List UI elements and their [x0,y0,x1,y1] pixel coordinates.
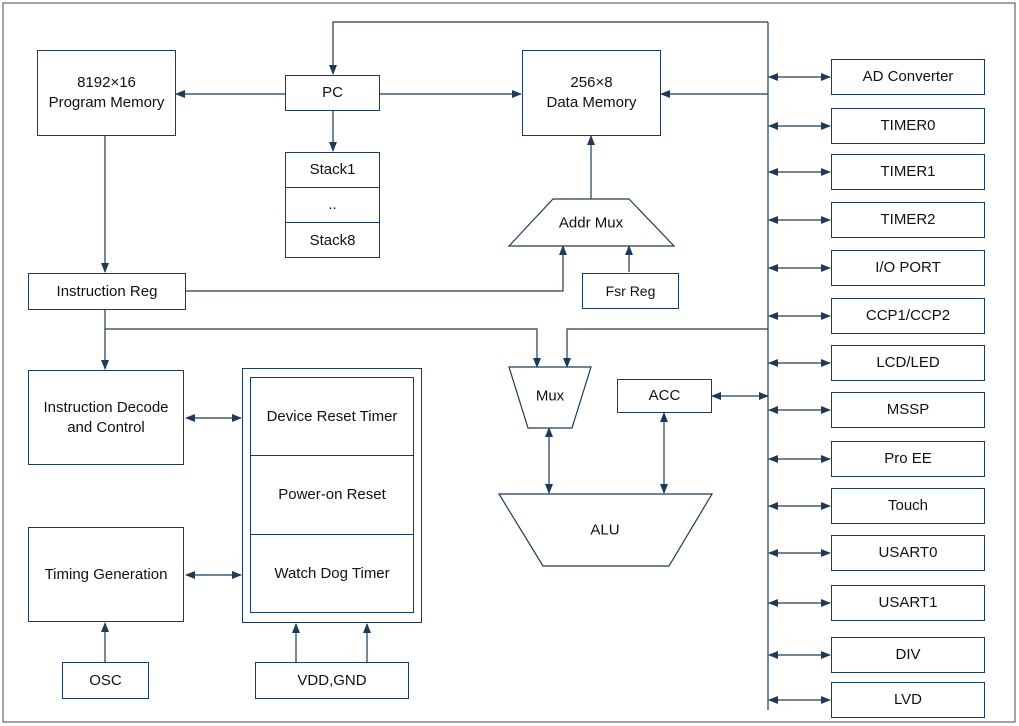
peripheral-label: DIV [895,646,921,663]
peripheral-lvd: LVD [831,682,985,718]
peripheral-label: USART0 [878,544,938,561]
peripheral-usart1: USART1 [831,585,985,621]
peripheral-i-o-port: I/O PORT [831,250,985,286]
instruction-decode-line1: Instruction Decode [43,398,169,416]
peripheral-timer0: TIMER0 [831,108,985,144]
stack-ellipsis: .. [286,188,379,223]
peripheral-touch: Touch [831,488,985,524]
peripheral-label: TIMER2 [880,211,936,228]
peripheral-label: Pro EE [884,450,932,467]
reset-group-inner: Device Reset Timer Power-on Reset Watch … [250,377,414,613]
vdd-gnd-block: VDD,GND [255,662,409,699]
pc-label: PC [322,84,343,101]
program-memory-label: Program Memory [48,94,165,111]
peripheral-div: DIV [831,637,985,673]
instruction-reg-to-addr-mux-wire [186,245,567,292]
peripheral-pro-ee: Pro EE [831,441,985,477]
mux-shape [508,366,592,429]
peripheral-timer1: TIMER1 [831,154,985,190]
device-reset-timer: Device Reset Timer [251,378,413,456]
watch-dog-timer: Watch Dog Timer [274,565,390,582]
instruction-reg-block: Instruction Reg [28,273,186,310]
bus-to-pc-wire [329,21,768,75]
instruction-reg-to-mux-wire [105,328,541,368]
peripheral-label: LCD/LED [876,354,940,371]
addr-mux-label: Addr Mux [558,214,624,232]
peripheral-timer2: TIMER2 [831,202,985,238]
osc-label: OSC [89,671,122,689]
stack-top: Stack1 [286,153,379,188]
timing-generation-label: Timing Generation [44,565,168,583]
power-on-reset: Power-on Reset [251,456,413,535]
program-memory-block: 8192×16 Program Memory [37,50,176,136]
alu-shape [497,493,714,567]
fsr-reg-label: Fsr Reg [605,283,656,299]
peripheral-usart0: USART0 [831,535,985,571]
acc-label: ACC [648,387,681,404]
peripheral-label: LVD [893,691,923,708]
data-memory-label: Data Memory [546,94,637,111]
peripheral-label: USART1 [878,594,938,611]
stack-block: Stack1 .. Stack8 [285,152,380,258]
vdd-gnd-label: VDD,GND [297,671,367,689]
acc-block: ACC [617,379,712,413]
peripheral-ccp1-ccp2: CCP1/CCP2 [831,298,985,334]
peripheral-lcd-led: LCD/LED [831,345,985,381]
osc-block: OSC [62,662,149,699]
instruction-decode-block: Instruction Decode and Control [28,370,184,465]
peripheral-label: TIMER0 [880,117,936,134]
instruction-reg-label: Instruction Reg [56,282,158,300]
timing-generation-block: Timing Generation [28,527,184,622]
addr-mux-shape [507,198,676,247]
peripheral-label: MSSP [886,401,930,418]
bus-to-mux-wire [563,328,768,368]
mux-label: Mux [535,387,565,405]
peripheral-label: I/O PORT [875,259,941,276]
peripheral-label: AD Converter [862,68,954,85]
alu-label: ALU [590,521,620,539]
peripheral-ad-converter: AD Converter [831,59,985,95]
fsr-reg-block: Fsr Reg [582,273,679,309]
stack-bottom: Stack8 [309,231,356,249]
peripheral-label: TIMER1 [880,163,936,180]
data-memory-size: 256×8 [570,74,613,91]
peripheral-label: Touch [887,497,929,514]
peripheral-label: CCP1/CCP2 [865,307,951,324]
pc-block: PC [285,75,380,111]
reset-group-frame: Device Reset Timer Power-on Reset Watch … [242,368,422,623]
program-memory-size: 8192×16 [77,74,136,91]
data-memory-block: 256×8 Data Memory [522,50,661,136]
instruction-decode-line2: and Control [67,418,145,436]
peripheral-mssp: MSSP [831,392,985,428]
